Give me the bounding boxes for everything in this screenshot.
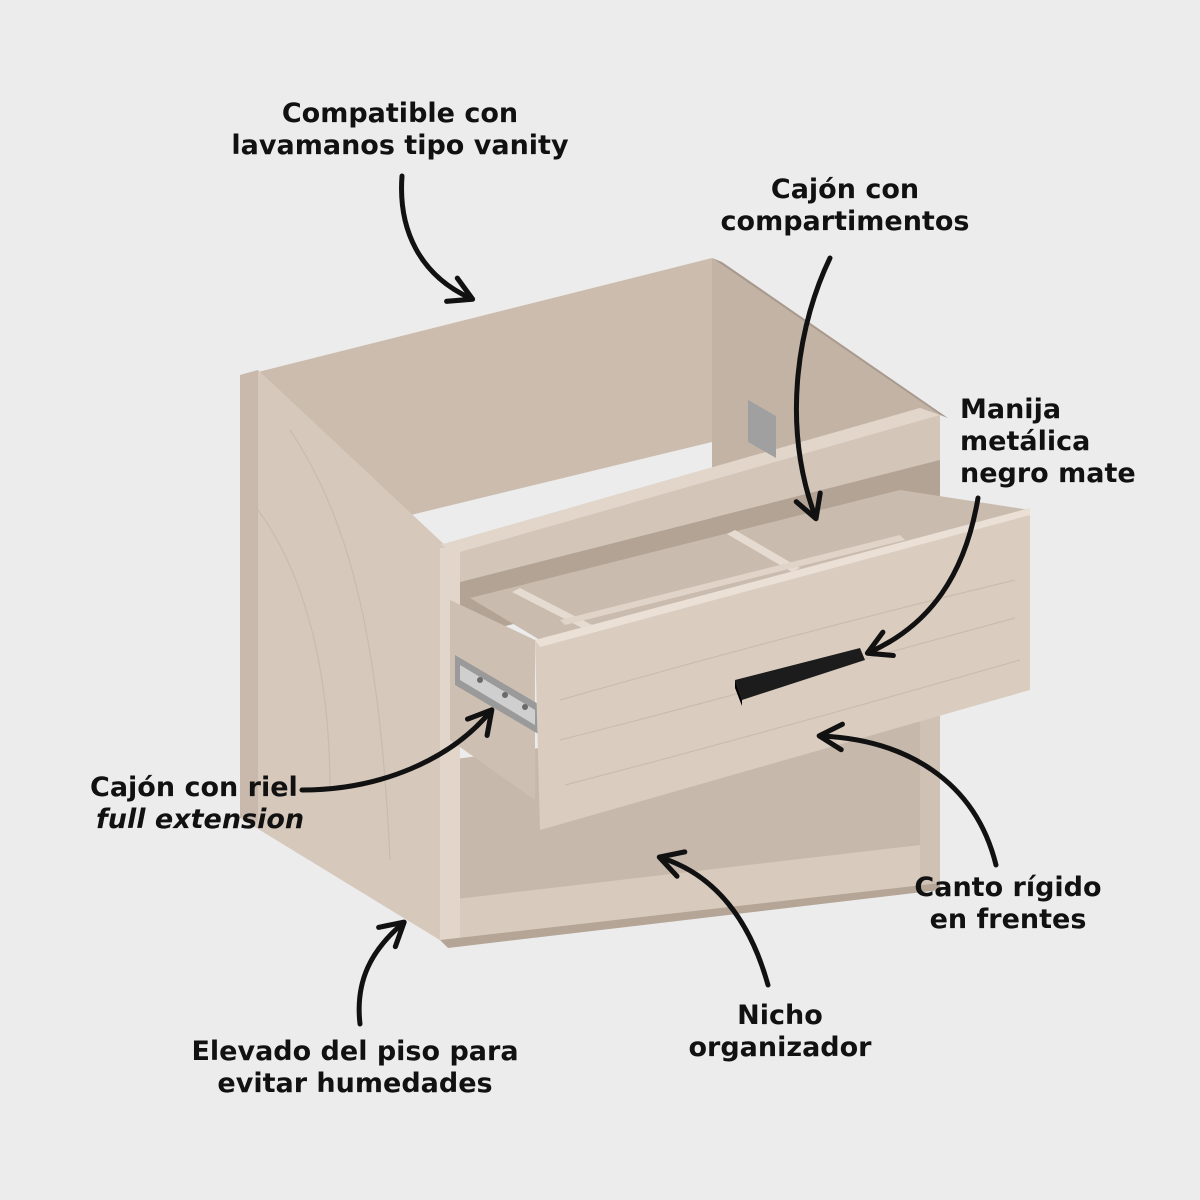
top-stretcher-edge	[440, 408, 940, 552]
arrow-icon	[356, 919, 407, 1027]
right-front-edge	[920, 700, 940, 890]
callout-elevated: Elevado del piso para evitar humedades	[170, 1036, 540, 1100]
callout-handle-line1: Manija	[960, 394, 1062, 425]
callout-niche-line2: organizador	[688, 1032, 872, 1063]
compartment-divider-3	[560, 535, 905, 625]
callout-compartments: Cajón con compartimentos	[700, 174, 990, 238]
handle-icon	[735, 648, 865, 706]
drawer	[249, 429, 1030, 861]
callout-edge-line1: Canto rígido	[914, 872, 1102, 903]
callout-elevated-line1: Elevado del piso para	[191, 1036, 519, 1067]
compartment-divider-2	[727, 530, 800, 572]
callout-vanity-line1: Compatible con	[281, 98, 519, 129]
callout-edge: Canto rígido en frentes	[898, 872, 1118, 936]
callout-compartments-line1: Cajón con	[770, 174, 920, 205]
callout-rail: Cajón con riel full extension	[90, 772, 320, 836]
callout-edge-line2: en frentes	[929, 904, 1087, 935]
callout-vanity-line2: lavamanos tipo vanity	[231, 130, 569, 161]
arrow-icon	[864, 495, 981, 659]
arrow-icon	[299, 707, 495, 793]
top-stretcher	[440, 408, 940, 585]
arrow-icon	[656, 849, 771, 988]
callout-niche-line1: Nicho	[737, 1000, 823, 1031]
callout-vanity: Compatible con lavamanos tipo vanity	[200, 98, 600, 162]
arrow-icon	[399, 173, 476, 304]
mounting-bracket	[748, 399, 776, 459]
drawer-interior	[470, 490, 1030, 640]
callout-compartments-line2: compartimentos	[720, 206, 970, 237]
callout-arrows	[299, 173, 999, 1027]
left-side-panel	[240, 370, 448, 945]
bottom-front-edge	[440, 883, 940, 948]
callout-rail-line2: full extension	[96, 804, 305, 835]
drawer-front-edge	[535, 508, 1030, 647]
arrow-icon	[816, 721, 999, 868]
left-panel-edge	[240, 370, 258, 822]
callout-niche: Nicho organizador	[680, 1000, 880, 1064]
niche-floor	[448, 845, 920, 945]
arrow-icon	[793, 255, 833, 522]
callout-handle-line3: negro mate	[960, 458, 1136, 489]
callout-rail-line1: Cajón con riel	[90, 772, 298, 803]
callout-elevated-line2: evitar humedades	[217, 1068, 493, 1099]
drawer-rail-icon	[455, 655, 540, 735]
callout-handle-line2: metálica	[960, 426, 1091, 457]
right-side-top-edge	[712, 258, 948, 418]
callout-handle: Manija metálica negro mate	[960, 394, 1180, 490]
